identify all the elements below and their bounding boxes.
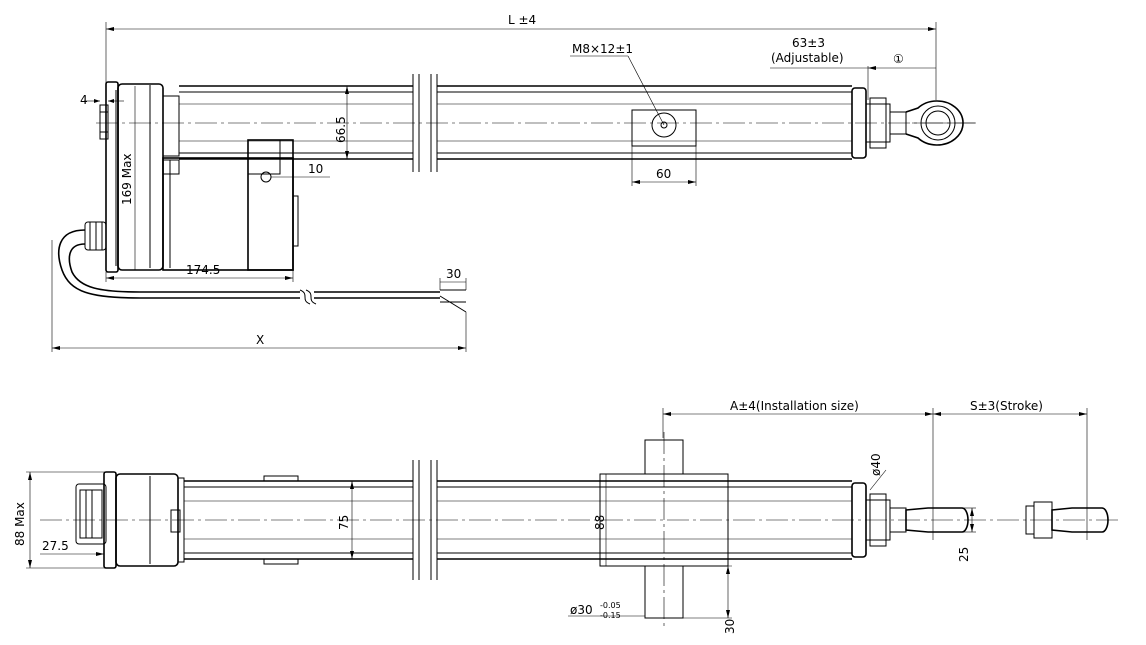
dim-overall-length-label: L ±4	[508, 13, 536, 27]
motor-body: 10	[162, 139, 330, 271]
front-cap-side: ø40	[851, 453, 891, 558]
dim-75: 75	[337, 481, 354, 559]
dim-88-label: 88	[593, 515, 607, 530]
adjustable-note: (Adjustable)	[771, 51, 844, 65]
dim-30-label: 30	[446, 267, 461, 281]
thread-spec-label: M8×12±1	[572, 42, 633, 56]
dim-88-max-label: 88 Max	[13, 502, 27, 546]
dim-88-max: 88 Max	[13, 471, 110, 569]
dim-75-label: 75	[337, 515, 351, 530]
top-view: L ±4 4	[51, 13, 980, 352]
tol-upper-label: -0.05	[600, 601, 621, 610]
dim-30-side-label: 30	[723, 619, 737, 634]
dim-60-label: 60	[656, 167, 671, 181]
trunnion-mount-top: 60 M8×12±1	[570, 42, 697, 186]
dim-169-max-label: 169 Max	[120, 153, 134, 205]
dim-overall-length: L ±4	[105, 13, 937, 100]
rod-adjust-label: 63±3	[792, 36, 825, 50]
dim-rod-adjust: 63±3 (Adjustable) ①	[770, 36, 936, 100]
tol-lower-label: -0.15	[600, 611, 621, 620]
dim-installation-size: A±4(Installation size)	[662, 399, 933, 438]
trunnion-dia-label: ø30	[570, 603, 593, 617]
dim-10-label: 10	[308, 162, 323, 176]
outer-tube	[179, 74, 852, 172]
dim-66-5-label: 66.5	[334, 116, 348, 143]
rod-eye-side: 25	[889, 507, 976, 562]
dim-4-label: 4	[80, 93, 88, 107]
note-marker: ①	[893, 52, 904, 66]
bottom-view: A±4(Installation size) S±3(Stroke)	[13, 399, 1120, 634]
cable-gland	[84, 221, 107, 251]
installation-size-label: A±4(Installation size)	[730, 399, 859, 413]
cable: 30	[58, 229, 467, 313]
trunnion-block: 30 88 ø30 -0.05 -0.15	[568, 432, 737, 634]
dim-174-5: 174.5	[105, 263, 294, 282]
dim-dia-40-label: ø40	[869, 453, 883, 476]
dim-cable-length-label: X	[256, 333, 264, 347]
dim-25-label: 25	[957, 547, 971, 562]
dim-stroke: S±3(Stroke)	[932, 399, 1088, 540]
stroke-label: S±3(Stroke)	[970, 399, 1043, 413]
dim-27-5: 27.5	[40, 539, 104, 556]
dim-27-5-label: 27.5	[42, 539, 69, 553]
dim-174-5-label: 174.5	[186, 263, 220, 277]
outer-tube-side	[184, 460, 852, 580]
dim-cable-length: X	[51, 240, 467, 352]
dim-66-5: 66.5	[334, 86, 349, 159]
dim-169-max: 169 Max	[120, 86, 136, 270]
